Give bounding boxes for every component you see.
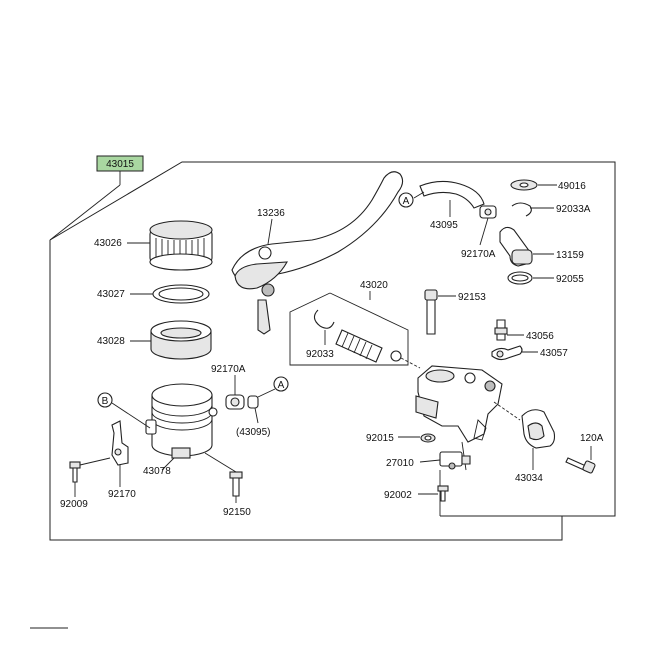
label-43056: 43056	[526, 331, 554, 342]
label-92015: 92015	[366, 433, 394, 444]
screw-92009[interactable]	[69, 457, 111, 483]
label-92170a-top: 92170A	[461, 249, 496, 260]
label-92033: 92033	[306, 349, 334, 360]
label-92055: 92055	[556, 274, 584, 285]
piston-assembly[interactable]	[335, 329, 421, 369]
label-92150: 92150	[223, 507, 251, 518]
label-13159: 13159	[556, 250, 584, 261]
label-43095: 43095	[430, 220, 458, 231]
label-43057: 43057	[540, 348, 568, 359]
label-43034: 43034	[515, 473, 543, 484]
label-43028: 43028	[97, 336, 125, 347]
screw-92150[interactable]	[204, 452, 243, 497]
label-43095-ref: (43095)	[236, 427, 270, 438]
hose-clamp-mid[interactable]	[225, 394, 245, 410]
bleed-nipple-43056[interactable]	[494, 319, 508, 341]
circlip-92033[interactable]	[313, 309, 335, 329]
label-49016: 49016	[558, 181, 586, 192]
reservoir-body[interactable]	[145, 383, 218, 459]
o-ring-92055[interactable]	[507, 271, 533, 285]
reservoir-bracket[interactable]	[111, 420, 129, 466]
label-92170: 92170	[108, 489, 136, 500]
ref-a-mid-circle[interactable]	[273, 376, 289, 392]
label-120a: 120A	[580, 433, 604, 444]
label-27010: 27010	[386, 458, 414, 469]
label-92002: 92002	[384, 490, 412, 501]
label-13236: 13236	[257, 208, 285, 219]
reservoir-hose[interactable]	[419, 180, 485, 209]
brake-lever[interactable]	[231, 171, 404, 335]
ref-a-mid: A	[278, 380, 285, 391]
hose-stub[interactable]	[247, 395, 259, 409]
label-92009: 92009	[60, 499, 88, 510]
handlebar-clamp-43034[interactable]	[521, 409, 556, 449]
label-92033a: 92033A	[556, 204, 591, 215]
master-cylinder-body[interactable]	[415, 365, 503, 443]
ref-b: B	[102, 396, 109, 407]
label-43026: 43026	[94, 238, 122, 249]
reservoir-cap[interactable]	[149, 220, 213, 271]
reservoir-diaphragm[interactable]	[150, 320, 212, 360]
nut-92015[interactable]	[420, 433, 436, 443]
kit-label: 43015	[106, 159, 134, 170]
ref-a-top-circle[interactable]	[398, 192, 414, 208]
ref-a-top: A	[403, 196, 410, 207]
label-43020: 43020	[360, 280, 388, 291]
ref-b-circle[interactable]	[97, 392, 113, 408]
washer-49016[interactable]	[510, 179, 538, 191]
label-92153: 92153	[458, 292, 486, 303]
hose-clamp-top[interactable]	[479, 205, 497, 219]
hose-fitting-13159[interactable]	[499, 226, 533, 267]
label-43027: 43027	[97, 289, 125, 300]
screw-92002[interactable]	[437, 485, 449, 502]
label-92170a-mid: 92170A	[211, 364, 246, 375]
circlip-92033a[interactable]	[511, 202, 532, 217]
brake-switch-27010[interactable]	[439, 451, 471, 470]
cap-43057[interactable]	[491, 345, 523, 361]
label-43078: 43078	[143, 466, 171, 477]
pivot-bolt-92153[interactable]	[424, 289, 438, 335]
assembly-frame	[49, 161, 616, 541]
reservoir-seal[interactable]	[152, 284, 210, 304]
bolt-120a[interactable]	[565, 457, 596, 474]
